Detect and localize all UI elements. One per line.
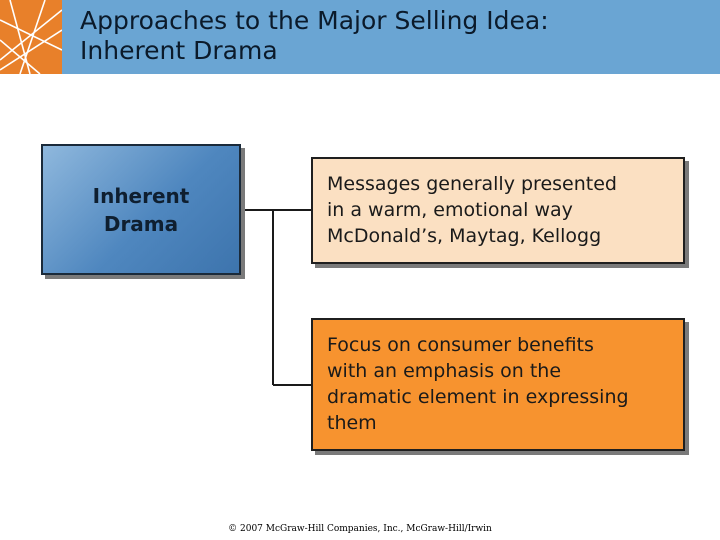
publisher-logo-icon — [0, 0, 62, 74]
branch-1-line-3: McDonald’s, Maytag, Kellogg — [327, 225, 602, 247]
slide-title-line-1: Approaches to the Major Selling Idea: — [80, 6, 549, 35]
header-bar: Approaches to the Major Selling Idea: In… — [0, 0, 720, 74]
branch-2-line-4: them — [327, 412, 377, 434]
branch-box-1: Messages generally presented in a warm, … — [311, 157, 685, 264]
slide-title: Approaches to the Major Selling Idea: In… — [80, 6, 549, 66]
branch-1-line-1: Messages generally presented — [327, 173, 617, 195]
branch-2-line-3: dramatic element in expressing — [327, 386, 629, 408]
branch-box-2: Focus on consumer benefits with an empha… — [311, 318, 685, 451]
branch-2-line-2: with an emphasis on the — [327, 360, 562, 382]
main-concept-box: Inherent Drama — [41, 144, 241, 275]
main-concept-label: Inherent Drama — [92, 183, 190, 236]
branch-2-line-1: Focus on consumer benefits — [327, 334, 594, 356]
branch-1-line-2: in a warm, emotional way — [327, 199, 573, 221]
copyright-footer: © 2007 McGraw-Hill Companies, Inc., McGr… — [228, 524, 492, 534]
slide-title-line-2: Inherent Drama — [80, 36, 278, 65]
